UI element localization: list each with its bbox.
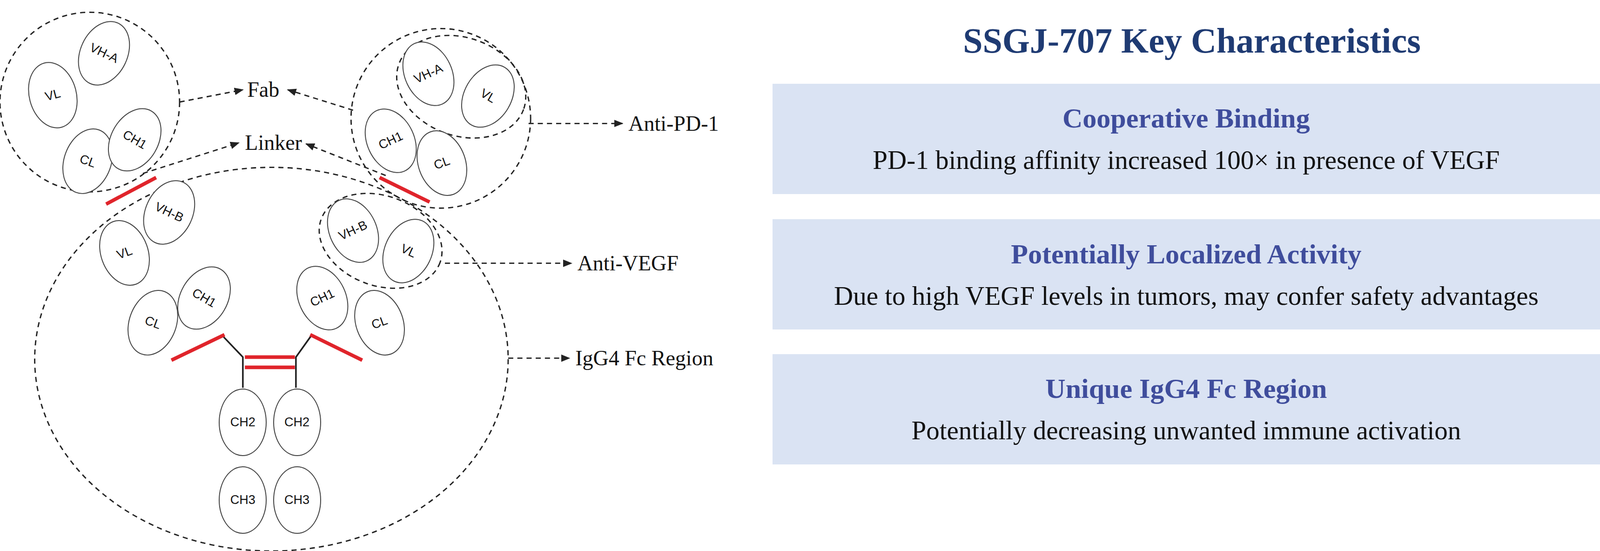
domain-ellipse: CH2 xyxy=(218,388,267,457)
domain-label: VH-B xyxy=(152,199,187,225)
band-body: PD-1 binding affinity increased 100× in … xyxy=(872,144,1500,176)
domain-label: VL xyxy=(477,85,498,106)
domain-label: CL xyxy=(369,312,390,332)
leader-line xyxy=(287,89,353,111)
disulfide-bond xyxy=(171,334,225,361)
domain-label: VH-B xyxy=(336,217,370,244)
domain-label: CH2 xyxy=(230,415,256,430)
feature-band: Cooperative BindingPD-1 binding affinity… xyxy=(772,83,1600,195)
domain-label: VL xyxy=(114,243,135,263)
hinge-line xyxy=(295,335,312,388)
domain-ellipse: CH2 xyxy=(273,388,322,457)
feature-band: Unique IgG4 Fc RegionPotentially decreas… xyxy=(772,354,1600,465)
leader-line xyxy=(444,262,572,264)
hinge-line xyxy=(222,335,243,388)
part-label: Anti-VEGF xyxy=(575,250,681,276)
leader-line xyxy=(179,89,243,102)
leader-line xyxy=(508,357,570,359)
domain-label: VH-A xyxy=(411,60,446,87)
domain-ellipse: VL xyxy=(21,56,86,134)
domain-label: CH1 xyxy=(120,127,149,153)
domain-label: CL xyxy=(142,312,163,332)
igg4-dashed-ellipse xyxy=(34,167,509,551)
disulfide-bond xyxy=(379,177,430,203)
domain-label: CL xyxy=(431,153,452,173)
domain-label: CH1 xyxy=(376,128,406,153)
domain-label: CH3 xyxy=(230,492,256,508)
domain-ellipse: CL xyxy=(345,282,414,363)
fab-dashed-circle xyxy=(350,28,531,209)
leader-line xyxy=(528,122,623,125)
domain-ellipse: CH3 xyxy=(218,466,267,534)
disulfide-bond xyxy=(310,334,363,361)
domain-label: CH3 xyxy=(284,492,310,508)
feature-band: Potentially Localized ActivityDue to hig… xyxy=(772,219,1600,330)
domain-ellipse: VH-B xyxy=(316,189,390,272)
domain-ellipse: VL xyxy=(372,210,445,292)
domain-ellipse: CL xyxy=(407,123,476,203)
domain-label: CH1 xyxy=(308,286,337,310)
domain-ellipse: CH1 xyxy=(166,256,243,340)
domain-ellipse: VH-A xyxy=(392,33,465,115)
domain-ellipse: CH3 xyxy=(273,466,322,534)
band-heading: Unique IgG4 Fc Region xyxy=(1045,372,1327,405)
domain-ellipse: CH1 xyxy=(286,257,359,339)
band-body: Potentially decreasing unwanted immune a… xyxy=(911,415,1461,446)
domain-ellipse: CH1 xyxy=(354,100,427,182)
band-body: Due to high VEGF levels in tumors, may c… xyxy=(833,280,1539,312)
domain-label: CL xyxy=(77,151,98,171)
domain-ellipse: CL xyxy=(119,282,188,363)
domain-label: CH1 xyxy=(189,285,219,311)
domain-label: CH2 xyxy=(284,415,310,430)
band-heading: Cooperative Binding xyxy=(1062,102,1311,135)
part-label: Anti-PD-1 xyxy=(626,111,721,136)
domain-ellipse: VH-A xyxy=(67,12,141,95)
disulfide-bond xyxy=(244,365,295,370)
domain-label: VH-A xyxy=(87,40,122,66)
diagram-title: SSGJ-707 Key Characteristics xyxy=(962,20,1421,61)
fab-dashed-circle xyxy=(0,12,180,192)
disulfide-bond xyxy=(244,355,295,360)
domain-label: VL xyxy=(398,241,419,261)
domain-label: VL xyxy=(43,86,63,104)
band-heading: Potentially Localized Activity xyxy=(1010,238,1362,271)
part-label: Fab xyxy=(245,77,282,102)
part-label: IgG4 Fc Region xyxy=(573,345,715,371)
part-label: Linker xyxy=(242,130,304,155)
